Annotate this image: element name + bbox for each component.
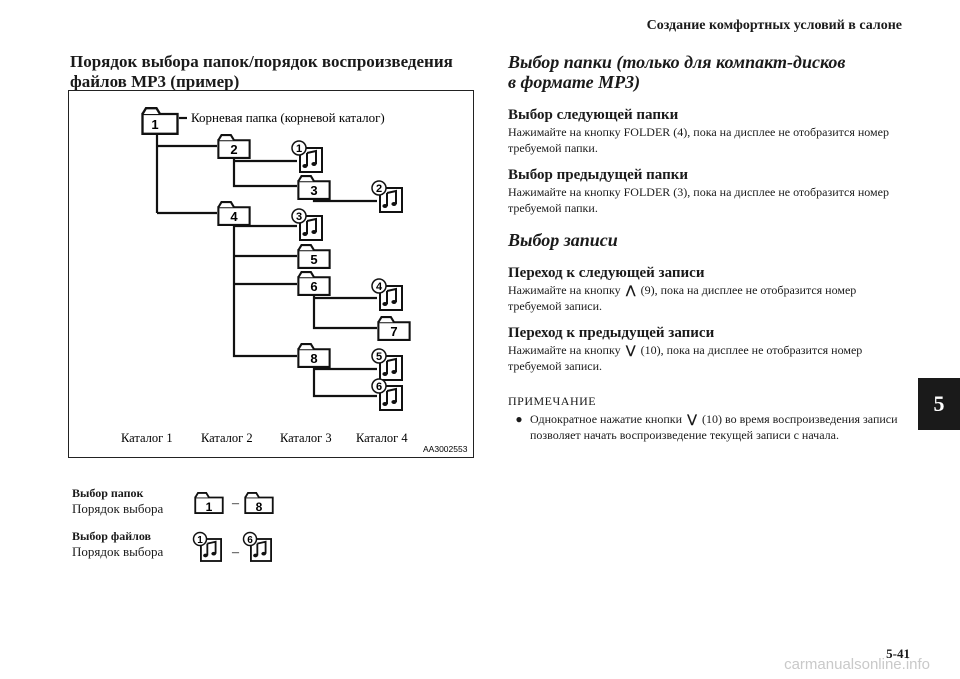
next-track-text: Нажимайте на кнопку ⋀ (9), пока на диспл…	[508, 283, 857, 313]
note-item: ● Однократное нажатие кнопки ⋁ (10) во в…	[508, 411, 908, 443]
selection-order-legend: Выбор папок Порядок выбора Выбор файлов …	[72, 486, 292, 560]
svg-text:6: 6	[376, 381, 382, 393]
file-6-icon: 6	[371, 378, 403, 411]
down-arrow-icon: ⋁	[686, 412, 698, 426]
prev-track-heading: Переход к предыдущей записи	[508, 325, 715, 341]
level-2-label: Каталог 2	[201, 431, 253, 445]
page-number: 5-41	[886, 646, 910, 661]
note-text: Однократное нажатие кнопки ⋁ (10) во вре…	[530, 412, 898, 442]
file-dash: –	[231, 545, 240, 560]
svg-text:1: 1	[206, 500, 213, 514]
next-track-heading: Переход к следующей записи	[508, 265, 705, 281]
file-5-icon: 5	[371, 348, 403, 381]
bullet-icon: ●	[515, 412, 523, 426]
svg-text:5: 5	[310, 252, 317, 267]
next-folder-heading: Выбор следующей папки	[508, 107, 679, 123]
svg-text:8: 8	[310, 351, 317, 366]
svg-text:2: 2	[376, 183, 382, 195]
folder-from-icon: 1	[194, 492, 224, 514]
folder-to-icon: 8	[244, 492, 274, 514]
svg-text:4: 4	[230, 209, 238, 224]
folder-1-icon: 1	[141, 107, 179, 135]
figure-code: AA3002553	[423, 444, 468, 454]
level-3-label: Каталог 3	[280, 431, 332, 445]
note-label: ПРИМЕЧАНИЕ	[508, 394, 597, 408]
file-to-icon: 6	[242, 531, 272, 562]
level-1-label: Каталог 1	[121, 431, 173, 445]
folder-8-icon: 8	[297, 343, 331, 368]
track-section-title: Выбор записи	[508, 230, 618, 250]
selection-order-icons: 1 – 8 1 – 6	[192, 492, 274, 562]
svg-text:3: 3	[310, 183, 317, 198]
file-1-icon: 1	[291, 140, 323, 173]
svg-text:7: 7	[390, 324, 397, 339]
root-folder-label: Корневая папка (корневой каталог)	[191, 110, 385, 125]
folder-section-title-line2: в формате MP3)	[508, 72, 641, 92]
folder-section-title-line1: Выбор папки (только для компакт-дисков	[508, 52, 846, 72]
running-header: Создание комфортных условий в салоне	[646, 18, 902, 33]
file-select-heading: Выбор файлов	[72, 529, 152, 543]
folder-select-heading: Выбор папок	[72, 486, 144, 500]
section-tab: 5	[918, 378, 960, 430]
prev-folder-heading: Выбор предыдущей папки	[508, 167, 689, 183]
svg-text:5: 5	[376, 351, 382, 363]
file-2-icon: 2	[371, 180, 403, 213]
folder-7-icon: 7	[377, 316, 411, 341]
folder-tree-diagram: 1 2 3 4 5 6 7 8 1 2 3 4 5 6 Корневая пап…	[68, 90, 474, 458]
left-title: Порядок выбора папок/порядок воспроизвед…	[70, 52, 453, 91]
svg-text:2: 2	[230, 142, 237, 157]
folder-3-icon: 3	[297, 175, 331, 200]
watermark: carmanualsonline.info	[784, 656, 930, 673]
prev-folder-text: Нажимайте на кнопку FOLDER (3), пока на …	[508, 185, 889, 215]
svg-text:1: 1	[296, 143, 302, 155]
folder-4-icon: 4	[217, 201, 251, 226]
up-arrow-icon: ⋀	[625, 283, 636, 297]
folder-dash: –	[231, 496, 240, 511]
next-folder-text: Нажимайте на кнопку FOLDER (4), пока на …	[508, 125, 889, 155]
svg-text:1: 1	[197, 535, 203, 546]
svg-text:4: 4	[376, 281, 383, 293]
level-4-label: Каталог 4	[356, 431, 408, 445]
svg-text:1: 1	[151, 117, 158, 132]
folder-5-icon: 5	[297, 244, 331, 269]
svg-text:3: 3	[296, 211, 302, 223]
folder-select-sub: Порядок выбора	[72, 501, 164, 516]
folder-tree-svg: 1 2 3 4 5 6 7 8 1 2 3 4 5 6 Корневая пап…	[121, 107, 468, 454]
prev-track-text: Нажимайте на кнопку ⋁ (10), пока на дисп…	[508, 343, 863, 373]
svg-text:6: 6	[310, 279, 317, 294]
down-arrow-icon: ⋁	[625, 343, 636, 357]
file-from-icon: 1	[192, 531, 222, 562]
svg-text:6: 6	[247, 535, 253, 546]
svg-text:8: 8	[256, 500, 263, 514]
folder-2-icon: 2	[217, 134, 251, 159]
file-select-sub: Порядок выбора	[72, 544, 164, 559]
file-4-icon: 4	[371, 278, 403, 311]
file-3-icon: 3	[291, 208, 323, 241]
folder-6-icon: 6	[297, 271, 331, 296]
right-column: Выбор папки (только для компакт-дисков в…	[508, 52, 908, 443]
